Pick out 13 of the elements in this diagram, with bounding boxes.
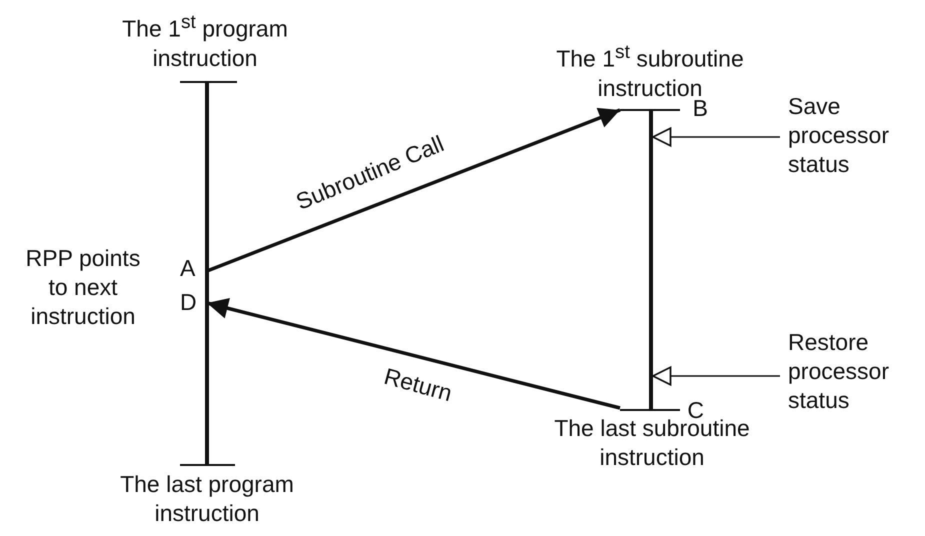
caption-text: The 1$^{st}$ program instruction <box>121 11 289 73</box>
point-label: D <box>176 288 207 317</box>
annotation-text: Save processor status <box>780 92 910 179</box>
point-label: A <box>176 254 207 283</box>
arrow <box>206 108 621 273</box>
arrow <box>652 366 780 386</box>
arrow <box>652 127 780 147</box>
annotation-text: Restore processor status <box>780 328 910 415</box>
caption-text: RPP points to next instruction <box>24 244 142 331</box>
timeline-bar <box>205 82 209 465</box>
arrow <box>206 298 620 410</box>
timeline-bar <box>649 110 653 410</box>
caption-text: The last program instruction <box>119 470 295 528</box>
